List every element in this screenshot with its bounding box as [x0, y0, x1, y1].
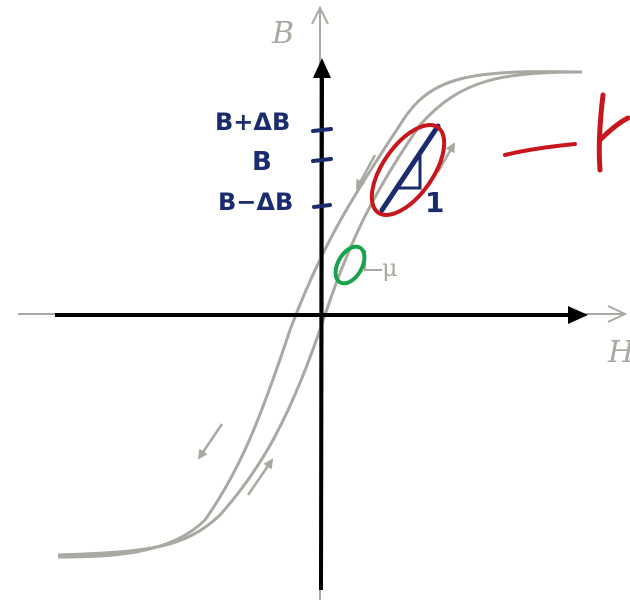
- label-b-minus-delta: B−ΔB: [218, 188, 293, 216]
- minor-loop-ellipse-red: [369, 123, 447, 217]
- tick-b: [311, 157, 333, 163]
- label-b-plus-delta: B+ΔB: [215, 108, 290, 136]
- slope-triangle: [395, 150, 422, 190]
- b-axis-label: B: [271, 16, 294, 51]
- minor-loop-ellipse-green: [333, 244, 367, 286]
- hand-b-axis: [319, 74, 324, 591]
- red-partial-glyph: [596, 92, 630, 173]
- slope-line: [379, 123, 441, 213]
- hysteresis-descending-branch: [57, 70, 581, 559]
- red-dash: [503, 142, 577, 157]
- label-b: B: [252, 147, 272, 177]
- direction-arrow-up-lower: [246, 458, 274, 496]
- tick-b-plus: [311, 127, 333, 133]
- hand-b-axis-arrowhead: [313, 58, 331, 78]
- direction-arrow-down-lower: [197, 423, 224, 460]
- slope-mark: [364, 250, 382, 271]
- mu-label: μ: [382, 254, 398, 282]
- hand-h-axis-arrowhead: [568, 306, 588, 324]
- printed-h-axis-arrowhead: [607, 305, 628, 323]
- direction-arrow-down-upper: [355, 154, 377, 190]
- h-axis-label: H: [607, 335, 630, 370]
- tick-b-minus: [312, 203, 332, 209]
- ratio-number: 1: [425, 186, 444, 219]
- direction-arrow-up-upper: [436, 142, 456, 173]
- printed-b-axis-arrowhead: [311, 5, 329, 25]
